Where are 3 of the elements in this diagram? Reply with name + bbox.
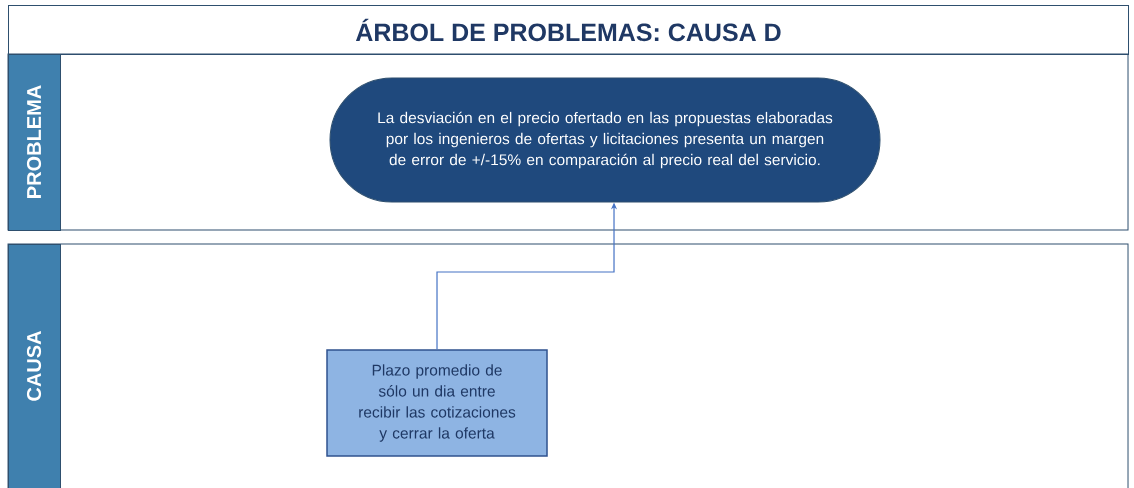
cause-box: Plazo promedio de sólo un dia entre recibir las cotizaciones y cerrar la oferta <box>326 349 548 457</box>
title-bar: ÁRBOL DE PROBLEMAS: CAUSA D <box>8 5 1129 55</box>
problem-box: La desviación en el precio ofertado en las propuestas elaboradas por los ingenieros de ofertas y licitaciones presenta un margen de error de +/-15% en comparación al precio real del servicio. <box>329 77 881 203</box>
